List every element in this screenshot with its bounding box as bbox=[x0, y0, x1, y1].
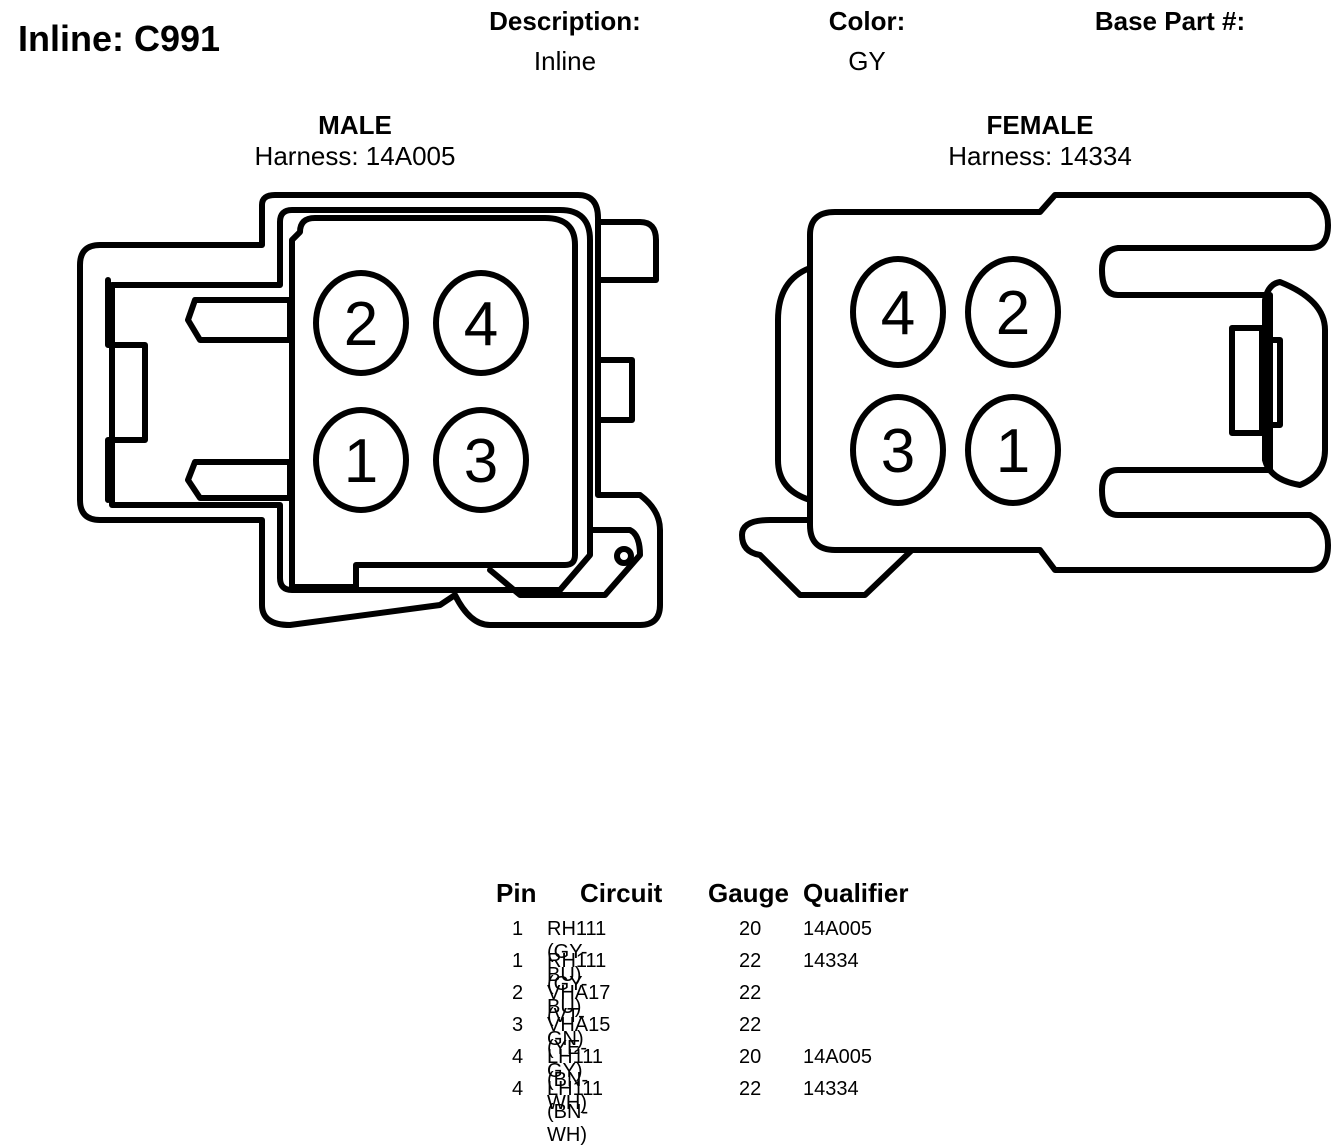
description-label: Description: bbox=[489, 6, 641, 36]
male-connector bbox=[77, 192, 663, 628]
row-circuit: LH111 (BN-WH) bbox=[547, 1078, 603, 1146]
header-gauge: Gauge bbox=[708, 878, 789, 908]
male-pin-label-2: 2 bbox=[344, 290, 378, 359]
header-pin: Pin bbox=[496, 878, 537, 908]
header-qualifier: Qualifier bbox=[803, 878, 909, 908]
row-qualifier: 14334 bbox=[803, 950, 859, 972]
female-title: FEMALE bbox=[986, 110, 1094, 140]
male-title: MALE bbox=[318, 110, 392, 140]
female-pin-label-4: 4 bbox=[881, 279, 915, 348]
color-label: Color: bbox=[828, 6, 906, 36]
row-qualifier: 14334 bbox=[803, 1078, 859, 1100]
row-qualifier: 14A005 bbox=[803, 918, 872, 940]
row-circuit: LH111 (BN-WH) bbox=[547, 1046, 603, 1114]
female-harness: Harness: 14334 bbox=[948, 141, 1132, 171]
row-gauge: 20 bbox=[739, 918, 762, 940]
row-pin: 4 bbox=[512, 1078, 524, 1100]
row-gauge: 20 bbox=[739, 1046, 762, 1068]
female-pin-label-3: 3 bbox=[881, 417, 915, 486]
female-pin-1 bbox=[965, 394, 1061, 506]
row-circuit: VHA17 (VT-GN) bbox=[547, 982, 611, 1050]
row-pin: 3 bbox=[512, 1014, 524, 1036]
male-pin-3 bbox=[433, 407, 529, 513]
male-pin-label-1: 1 bbox=[344, 427, 378, 496]
row-gauge: 22 bbox=[739, 1078, 762, 1100]
header-circuit: Circuit bbox=[580, 878, 663, 908]
connector-title: Inline: C991 bbox=[18, 18, 221, 59]
female-pin-label-1: 1 bbox=[996, 417, 1030, 486]
row-pin: 1 bbox=[512, 918, 524, 940]
female-pin-4 bbox=[850, 256, 946, 368]
female-pin-label-2: 2 bbox=[996, 279, 1030, 348]
female-connector bbox=[739, 192, 1331, 598]
description-value: Inline bbox=[533, 46, 597, 76]
male-pin-label-4: 4 bbox=[464, 290, 498, 359]
color-value: GY bbox=[848, 46, 886, 76]
male-pin-label-3: 3 bbox=[464, 427, 498, 496]
row-circuit: RH111 (GY-BU) bbox=[547, 918, 607, 986]
male-pin-2 bbox=[313, 270, 409, 376]
row-pin: 4 bbox=[512, 1046, 524, 1068]
row-gauge: 22 bbox=[739, 982, 762, 1004]
female-pin-3 bbox=[850, 394, 946, 506]
row-circuit: VHA15 (YE-GY) bbox=[547, 1014, 611, 1082]
male-harness: Harness: 14A005 bbox=[254, 141, 456, 171]
row-pin: 1 bbox=[512, 950, 524, 972]
row-circuit: RH111 (GY-BU) bbox=[547, 950, 607, 1018]
connector-diagram: 2 4 1 3 4 2 3 1 bbox=[77, 192, 1331, 628]
male-pin-1 bbox=[313, 407, 409, 513]
row-gauge: 22 bbox=[739, 950, 762, 972]
row-gauge: 22 bbox=[739, 1014, 762, 1036]
base-part-label: Base Part #: bbox=[1094, 6, 1246, 36]
row-pin: 2 bbox=[512, 982, 524, 1004]
row-qualifier: 14A005 bbox=[803, 1046, 872, 1068]
male-pin-4 bbox=[433, 270, 529, 376]
female-pin-2 bbox=[965, 256, 1061, 368]
